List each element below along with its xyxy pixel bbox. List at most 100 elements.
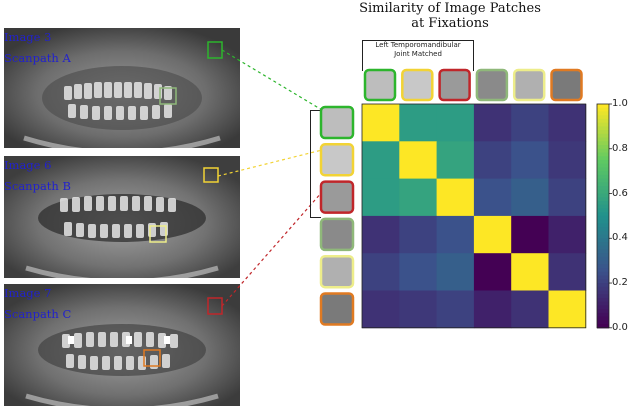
colorbar-tick-label: 0.0: [612, 321, 628, 333]
heatmap-cell-r0-c1: [399, 104, 437, 142]
heatmap-cell-r3-c3: [473, 215, 512, 254]
heatmap-cell-r3-c2: [436, 215, 475, 254]
xray-image-7: [4, 284, 240, 406]
colorbar-segment-4: [597, 118, 609, 124]
colorbar-segment-17: [597, 167, 609, 172]
colorbar-segment-48: [597, 283, 609, 288]
colorbar-segment-24: [597, 193, 609, 198]
colorbar-frame: [596, 103, 610, 329]
tmj-group-label: Left Temporomandibular Joint Matched: [362, 40, 474, 71]
colorbar-segment-3: [597, 115, 609, 120]
colorbar-segment-33: [597, 227, 609, 232]
heatmap-cell-r4-c2: [436, 253, 475, 291]
heatmap-cell-r1-c5: [548, 141, 587, 179]
group-label-line-1: Left Temporomandibular: [375, 41, 461, 49]
colorbar-segment-5: [597, 122, 609, 127]
top-patch-4: [512, 68, 546, 102]
colorbar-segment-21: [597, 182, 609, 187]
colorbar-segment-59: [597, 324, 609, 329]
heatmap-cell-r2-c1: [399, 178, 437, 217]
image-7-label: Image 7: [4, 286, 52, 300]
colorbar-segment-41: [597, 256, 609, 262]
colorbar-segment-31: [597, 219, 609, 224]
colorbar-segment-34: [597, 230, 609, 236]
colorbar-tick-label: 1.0: [612, 98, 628, 109]
heatmap-cell-r3-c4: [511, 215, 549, 254]
colorbar-segment-25: [597, 197, 609, 202]
colorbar-segment-7: [597, 130, 609, 135]
colorbar-segment-43: [597, 264, 609, 269]
image-3-label: Image 3: [4, 30, 52, 44]
heatmap-cell-r1-c3: [473, 141, 512, 179]
heatmap-cell-r5-c0: [362, 290, 400, 329]
colorbar-segment-22: [597, 186, 609, 191]
heatmap-cell-r0-c2: [436, 104, 475, 142]
colorbar-segment-36: [597, 238, 609, 243]
heatmap-cell-r0-c5: [548, 104, 587, 142]
heatmap-cell-r5-c4: [511, 290, 549, 329]
colorbar-segment-44: [597, 268, 609, 273]
colorbar-segment-8: [597, 133, 609, 139]
scanpath-c-label: Scanpath C: [4, 307, 72, 321]
left-patch-4: [319, 254, 355, 289]
colorbar-segment-38: [597, 245, 609, 251]
colorbar-segment-12: [597, 148, 609, 154]
heatmap-cell-r2-c5: [548, 178, 587, 217]
left-patch-2: [319, 180, 355, 214]
left-patch-1: [319, 143, 355, 177]
colorbar-segment-1: [597, 107, 609, 113]
scanpath-a-label: Scanpath A: [4, 51, 71, 65]
colorbar-segment-2: [597, 111, 609, 116]
xray-image-3: [4, 28, 240, 148]
heatmap-cell-r2-c2: [436, 178, 475, 217]
tmj-group-bracket: [310, 110, 321, 218]
heatmap-cell-r4-c0: [362, 253, 400, 291]
colorbar-tick-label: 0.6: [612, 187, 628, 199]
heatmap-cell-r4-c1: [399, 253, 437, 291]
heatmap-cell-r2-c3: [473, 178, 512, 217]
scanpath-b-label: Scanpath B: [4, 179, 71, 193]
heatmap-cell-r1-c1: [399, 141, 437, 179]
colorbar-segment-53: [597, 301, 609, 307]
colorbar-segment-26: [597, 200, 609, 206]
colorbar-segment-13: [597, 152, 609, 157]
colorbar-segment-29: [597, 212, 609, 217]
colorbar-segment-50: [597, 290, 609, 295]
top-patch-2: [438, 68, 471, 102]
colorbar-segment-47: [597, 279, 609, 284]
xray-image-6: [4, 156, 240, 278]
heatmap-cell-r5-c1: [399, 290, 437, 329]
colorbar-segment-14: [597, 156, 609, 161]
heatmap-cell-r2-c0: [362, 178, 400, 217]
heatmap-cell-r3-c1: [399, 215, 437, 254]
colorbar-segment-51: [597, 294, 609, 299]
colorbar-tick-label: 0.2: [612, 277, 628, 289]
colorbar-segment-30: [597, 215, 609, 221]
group-label-line-2: Joint Matched: [394, 50, 442, 58]
colorbar-segment-40: [597, 253, 609, 258]
heatmap-cell-r3-c5: [548, 215, 587, 254]
colorbar-segment-39: [597, 249, 609, 254]
image-6-label: Image 6: [4, 158, 52, 172]
colorbar-segment-42: [597, 260, 609, 265]
colorbar-segment-52: [597, 297, 609, 303]
colorbar-segment-9: [597, 137, 609, 142]
colorbar-segment-57: [597, 316, 609, 321]
heatmap-cell-r1-c0: [362, 141, 400, 179]
colorbar-tick-label: 0.4: [612, 232, 628, 244]
colorbar-segment-28: [597, 208, 609, 213]
heatmap-frame: [361, 103, 587, 329]
colorbar-segment-0: [597, 104, 609, 109]
left-patch-5: [319, 292, 355, 326]
colorbar-segment-18: [597, 171, 609, 176]
heatmap-cell-r0-c0: [362, 104, 400, 142]
left-patch-3: [319, 217, 355, 252]
heatmap-cell-r3-c0: [362, 215, 400, 254]
colorbar-segment-19: [597, 174, 609, 180]
colorbar-segment-6: [597, 126, 609, 131]
colorbar-segment-23: [597, 189, 609, 195]
heatmap-cell-r1-c4: [511, 141, 549, 179]
